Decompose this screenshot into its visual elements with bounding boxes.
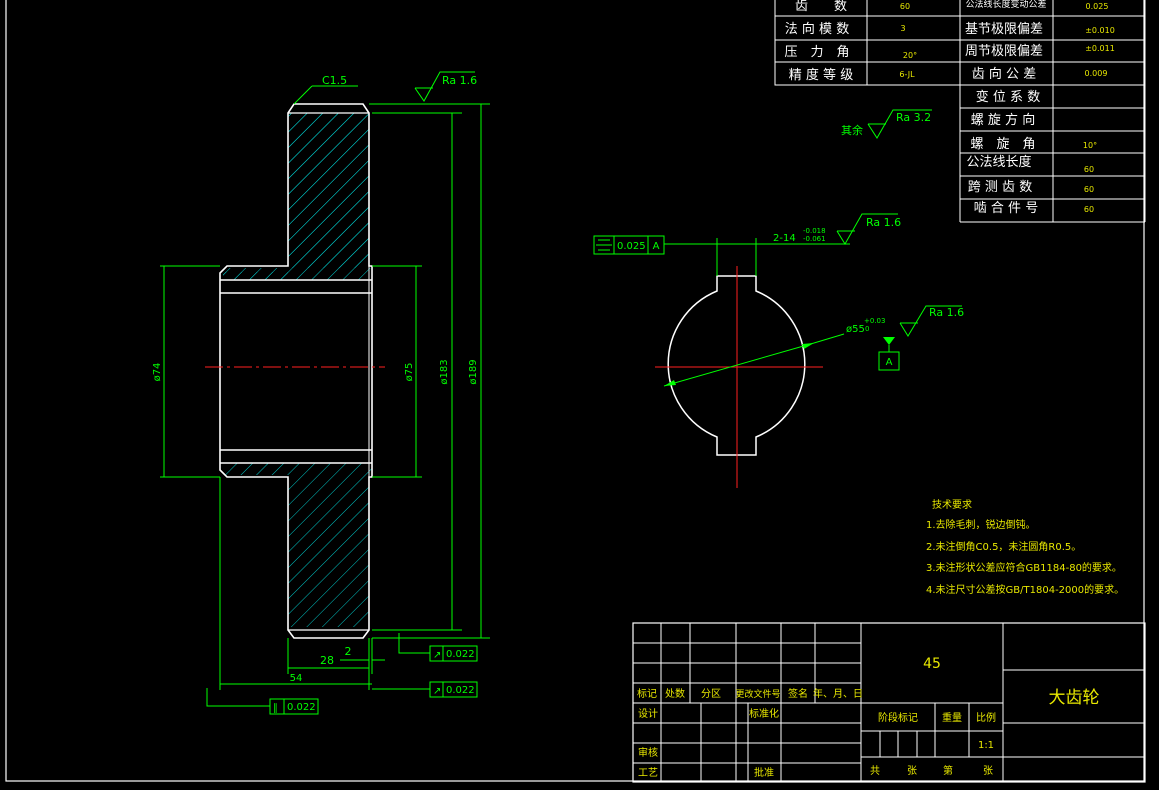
tech-item-2: 2.未注倒角C0.5，未注圆角R0.5。 [926, 540, 1081, 553]
param-right-label-5: 螺 旋 方 向 [971, 112, 1035, 128]
tb-header-3: 更改文件号 [735, 688, 780, 700]
hatch-upper-hub [223, 268, 372, 280]
tech-item-1: 1.去除毛刺，锐边倒钝。 [926, 518, 1036, 531]
keyway-dim-lower: -0.061 [803, 235, 826, 243]
bore-dim-main: ø55 [846, 324, 865, 335]
param-right-value-2: ±0.011 [1085, 44, 1115, 53]
param-right-value-7: 60 [1084, 165, 1094, 174]
datum-label: A [886, 357, 893, 368]
bore-dim-lower: 0 [865, 325, 869, 333]
param-right-value-8: 60 [1084, 185, 1094, 194]
tech-title: 技术要求 [932, 498, 972, 511]
runout-2-value: 0.022 [446, 685, 475, 696]
dim-d75: ø75 [404, 363, 415, 382]
bore-dim-upper: +0.03 [864, 317, 885, 325]
tb-page-sheets: 张 [983, 765, 993, 777]
param-right-label-3: 齿 向 公 差 [972, 66, 1036, 82]
param-left-label-2: 压 力 角 [784, 45, 849, 60]
dim-28: 28 [320, 654, 334, 667]
tb-header-0: 标记 [637, 688, 657, 700]
param-left-label-1: 法 向 模 数 [785, 21, 849, 37]
tb-part-name: 大齿轮 [1049, 688, 1100, 708]
param-right-value-6: 10° [1083, 141, 1097, 150]
title-block: 标记 处数 分区 更改文件号 签名 年、月、日 设计 标准化 审核 工艺 批准 … [632, 622, 1146, 783]
rest-roughness-prefix: 其余 [841, 123, 863, 137]
tb-weight: 重量 [942, 711, 962, 724]
param-right-label-7: 公法线长度 [966, 154, 1031, 170]
tb-standardize: 标准化 [749, 707, 779, 720]
tb-approve: 批准 [754, 766, 774, 779]
parallel-symbol: ∥ [273, 703, 278, 714]
tb-total: 共 [870, 765, 880, 777]
tech-item-4: 4.未注尺寸公差按GB/T1804-2000的要求。 [926, 583, 1124, 596]
bore-roughness: Ra 1.6 [929, 306, 964, 319]
param-left-value-2: 20° [903, 51, 917, 60]
tb-header-4: 签名 [788, 687, 808, 700]
drawing-border [5, 0, 1145, 782]
dim-2: 2 [345, 645, 352, 658]
param-right-label-6: 螺 旋 角 [970, 137, 1035, 152]
dim-54: 54 [290, 673, 303, 684]
tech-item-3: 3.未注形状公差应符合GB1184-80的要求。 [926, 561, 1122, 574]
tb-stage-mark: 阶段标记 [878, 711, 918, 724]
param-left-label-3: 精 度 等 级 [789, 67, 853, 83]
runout-1-value: 0.022 [446, 649, 475, 660]
hatch-lower-hub [223, 463, 372, 475]
param-right-value-3: 0.009 [1085, 69, 1108, 78]
technical-requirements: 技术要求 1.去除毛刺，锐边倒钝。 2.未注倒角C0.5，未注圆角R0.5。 3… [926, 498, 1124, 596]
dim-d183: ø183 [439, 359, 450, 384]
tb-process: 工艺 [638, 767, 658, 779]
keyway-dim-main: 2-14 [773, 233, 796, 244]
hatch-lower-body [288, 475, 369, 627]
runout-1-symbol: ↗ [433, 650, 441, 661]
tb-scale-label: 比例 [976, 711, 996, 724]
gear-section-view: C1.5 Ra 1.6 ø74 ø75 ø183 ø189 28 [152, 71, 490, 715]
keyway-roughness: Ra 1.6 [866, 216, 901, 229]
parameter-table: 齿 数 60 法 向 模 数 3 压 力 角 20° 精 度 等 级 6-JL … [774, 0, 1146, 223]
tb-header-5: 年、月、日 [813, 687, 863, 700]
keyway-dim-upper: -0.018 [803, 227, 826, 235]
rest-roughness-value: Ra 3.2 [896, 111, 931, 124]
chamfer-label: C1.5 [322, 74, 347, 87]
param-right-label-2: 周节极限偏差 [965, 44, 1043, 59]
hatch-upper-body [288, 113, 369, 268]
tb-material: 45 [923, 656, 941, 672]
param-right-value-9: 60 [1084, 205, 1094, 214]
param-right-label-0: 公法线长度变动公差 [965, 0, 1046, 10]
param-right-label-8: 跨 测 齿 数 [968, 180, 1032, 195]
roughness-top: Ra 1.6 [442, 74, 477, 87]
param-left-value-3: 6-JL [899, 70, 915, 79]
tb-design: 设计 [638, 707, 658, 720]
tb-scale-value: 1:1 [978, 740, 994, 751]
param-right-label-9: 啮 合 件 号 [974, 201, 1038, 216]
runout-2-symbol: ↗ [433, 686, 441, 697]
bore-outline [667, 275, 806, 456]
tb-header-2: 分区 [701, 688, 721, 700]
rest-roughness: 其余 Ra 3.2 [841, 109, 932, 139]
dim-d74: ø74 [152, 363, 163, 382]
tb-review: 审核 [638, 746, 658, 759]
tb-sheets: 张 [907, 765, 917, 777]
param-right-label-4: 变 位 系 数 [976, 89, 1040, 105]
param-right-value-1: ±0.010 [1085, 26, 1115, 35]
param-left-value-0: 60 [900, 2, 910, 11]
symmetry-datum: A [653, 241, 660, 252]
parallel-value: 0.022 [287, 702, 316, 713]
param-right-value-0: 0.025 [1086, 2, 1109, 11]
symmetry-value: 0.025 [617, 241, 646, 252]
bore-view: ø55 +0.03 0 Ra 1.6 A 2-14 -0.018 -0.061 … [593, 213, 964, 488]
param-left-label-0: 齿 数 [795, 0, 847, 14]
tb-page-no: 第 [943, 764, 953, 777]
tb-header-1: 处数 [665, 687, 685, 700]
dim-d189: ø189 [468, 359, 479, 384]
param-left-value-1: 3 [900, 24, 905, 33]
param-right-label-1: 基节极限偏差 [965, 22, 1043, 37]
